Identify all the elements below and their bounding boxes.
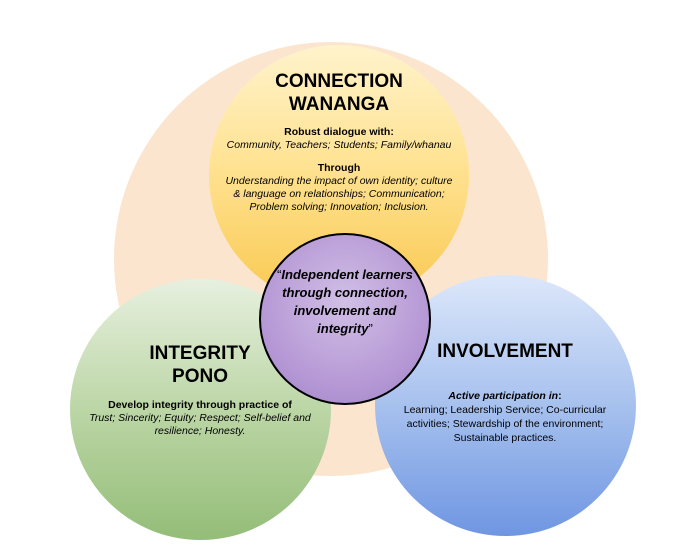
center-circle	[259, 233, 431, 405]
integrity-practice-line2: resilience; Honesty.	[154, 425, 246, 437]
involvement-title: INVOLVEMENT	[437, 341, 573, 362]
center-line2: through connection,	[282, 285, 408, 300]
connection-title: CONNECTION WANANGA	[216, 70, 462, 116]
connection-dialogue-label: Robust dialogue with:	[284, 126, 394, 138]
center-line3: involvement and	[293, 303, 397, 318]
integrity-title-line1: INTEGRITY	[149, 343, 251, 364]
involvement-line3: Sustainable practices.	[453, 432, 557, 444]
center-motto: “Independent learners through connection…	[266, 266, 424, 338]
involvement-participation-text: Learning; Leadership Service; Co-curricu…	[385, 403, 625, 445]
involvement-line2: activities; Stewardship of the environme…	[406, 418, 604, 430]
center-open-quote: “	[277, 267, 282, 282]
involvement-participation-colon: :	[558, 390, 562, 402]
involvement-participation-label: Active participation in:	[385, 390, 625, 403]
integrity-title: INTEGRITY PONO	[80, 342, 320, 388]
center-close-quote: ”	[368, 321, 373, 336]
connection-through-line2: & language on relationships; Communicati…	[233, 188, 445, 200]
connection-through-text: Understanding the impact of own identity…	[216, 175, 462, 214]
involvement-participation-label-text: Active participation in	[448, 390, 559, 402]
connection-title-line2: WANANGA	[288, 94, 390, 115]
connection-text: CONNECTION WANANGA Robust dialogue with:…	[216, 70, 462, 214]
involvement-text: INVOLVEMENT Active participation in: Lea…	[385, 340, 625, 445]
connection-through-line3: Problem solving; Innovation; Inclusion.	[249, 201, 429, 213]
connection-through-line1: Understanding the impact of own identity…	[225, 175, 453, 187]
integrity-practice-text: Trust; Sincerity; Equity; Respect; Self-…	[80, 412, 320, 438]
integrity-practice-label: Develop integrity through practice of	[108, 399, 292, 411]
integrity-practice-line1: Trust; Sincerity; Equity; Respect; Self-…	[89, 412, 311, 424]
connection-title-line1: CONNECTION	[275, 71, 403, 92]
connection-through-label: Through	[317, 162, 361, 174]
center-line4: integrity	[317, 321, 369, 336]
integrity-text: INTEGRITY PONO Develop integrity through…	[80, 342, 320, 438]
involvement-line1: Learning; Leadership Service; Co-curricu…	[403, 404, 607, 416]
center-line1: Independent learners	[281, 267, 413, 282]
integrity-title-line2: PONO	[172, 366, 228, 387]
connection-dialogue-items: Community, Teachers; Students; Family/wh…	[226, 139, 452, 151]
